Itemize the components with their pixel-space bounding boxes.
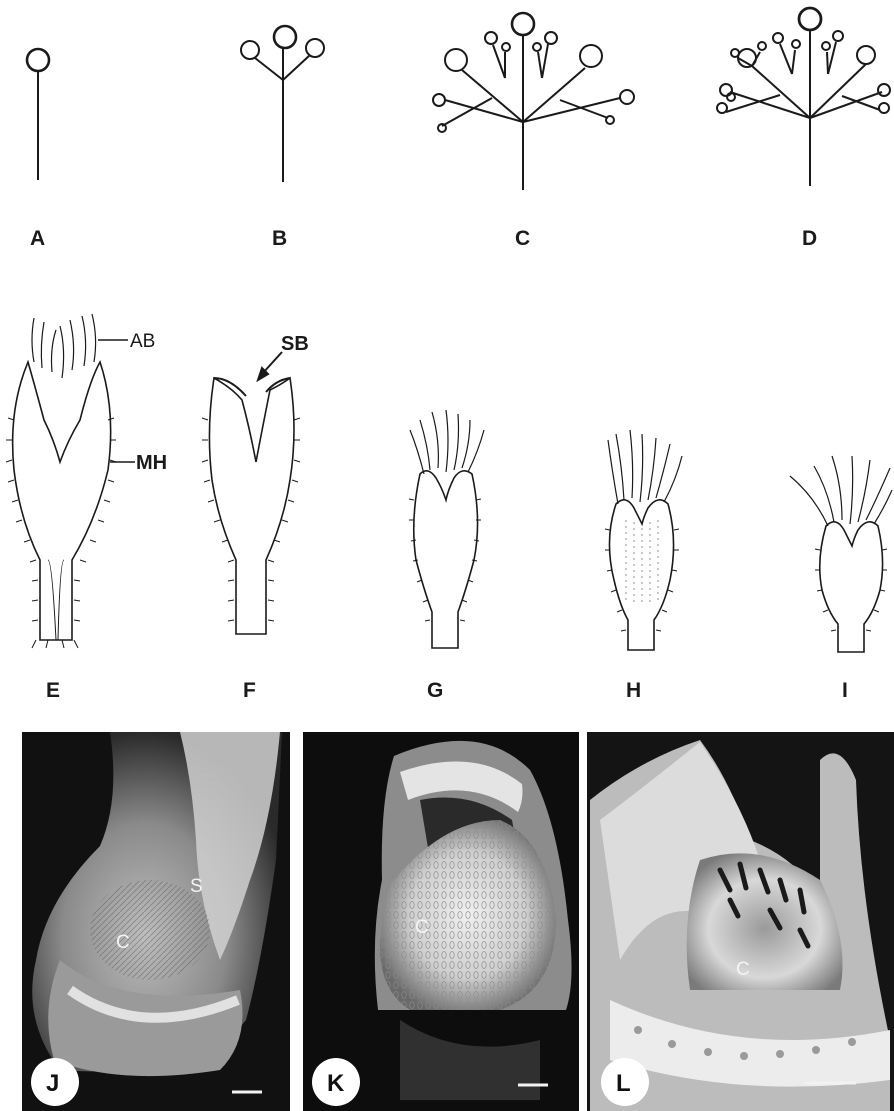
panel-label-c: C	[515, 227, 530, 250]
panel-label-j: J	[46, 1070, 59, 1097]
callout-mh: MH	[136, 452, 167, 474]
callout-sb: SB	[281, 333, 309, 355]
inflorescence-c	[433, 13, 634, 190]
annotation-c-l: C	[736, 959, 750, 980]
panel-label-d: D	[802, 227, 817, 250]
panel-label-g: G	[427, 679, 443, 702]
panel-label-k: K	[327, 1070, 345, 1097]
inflorescence-d	[717, 8, 890, 186]
panel-label-l: L	[616, 1070, 631, 1097]
annotation-s: S	[190, 876, 203, 897]
calyx-drawing-g	[409, 410, 484, 648]
calyx-drawing-e	[6, 314, 116, 648]
photo-panel-k: C K	[303, 732, 579, 1111]
callout-ab: AB	[130, 331, 155, 352]
panel-label-i: I	[842, 679, 848, 702]
annotation-c-k: C	[415, 917, 429, 938]
photo-panel-l: C L	[587, 732, 894, 1111]
panel-label-f: F	[243, 679, 256, 702]
panel-label-e: E	[46, 679, 60, 702]
inflorescence-a	[27, 49, 49, 180]
panel-label-h: H	[626, 679, 641, 702]
calyx-drawing-i	[790, 456, 892, 652]
panel-label-b: B	[272, 227, 287, 250]
panel-label-a: A	[30, 227, 45, 250]
calyx-drawing-h	[605, 430, 682, 650]
inflorescence-b	[241, 26, 324, 182]
callout-arrow-sb	[258, 352, 282, 380]
annotation-c-j: C	[116, 932, 130, 953]
photo-panel-j: S C J	[22, 732, 290, 1111]
calyx-drawing-f	[202, 378, 300, 634]
